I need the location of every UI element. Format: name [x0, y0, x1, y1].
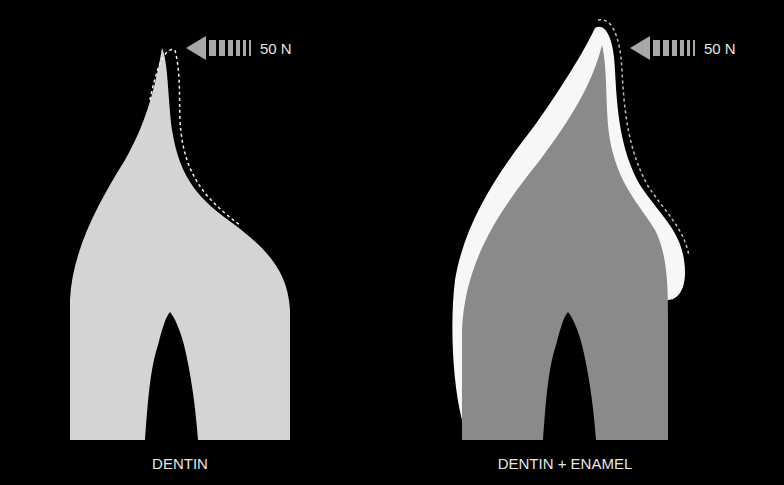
deflected-outline — [150, 50, 240, 225]
dentin-core — [462, 45, 668, 440]
force-arrow — [186, 36, 251, 60]
force-arrow — [630, 36, 695, 60]
panel-label: DENTIN — [152, 456, 208, 471]
deflected-outline — [598, 20, 689, 256]
panel-label: DENTIN + ENAMEL — [498, 456, 633, 471]
pulp-cavity — [543, 312, 596, 440]
pulp-cavity — [145, 312, 198, 440]
dentin-tooth — [70, 48, 290, 440]
force-value: 50 N — [260, 41, 292, 56]
force-value: 50 N — [704, 41, 736, 56]
